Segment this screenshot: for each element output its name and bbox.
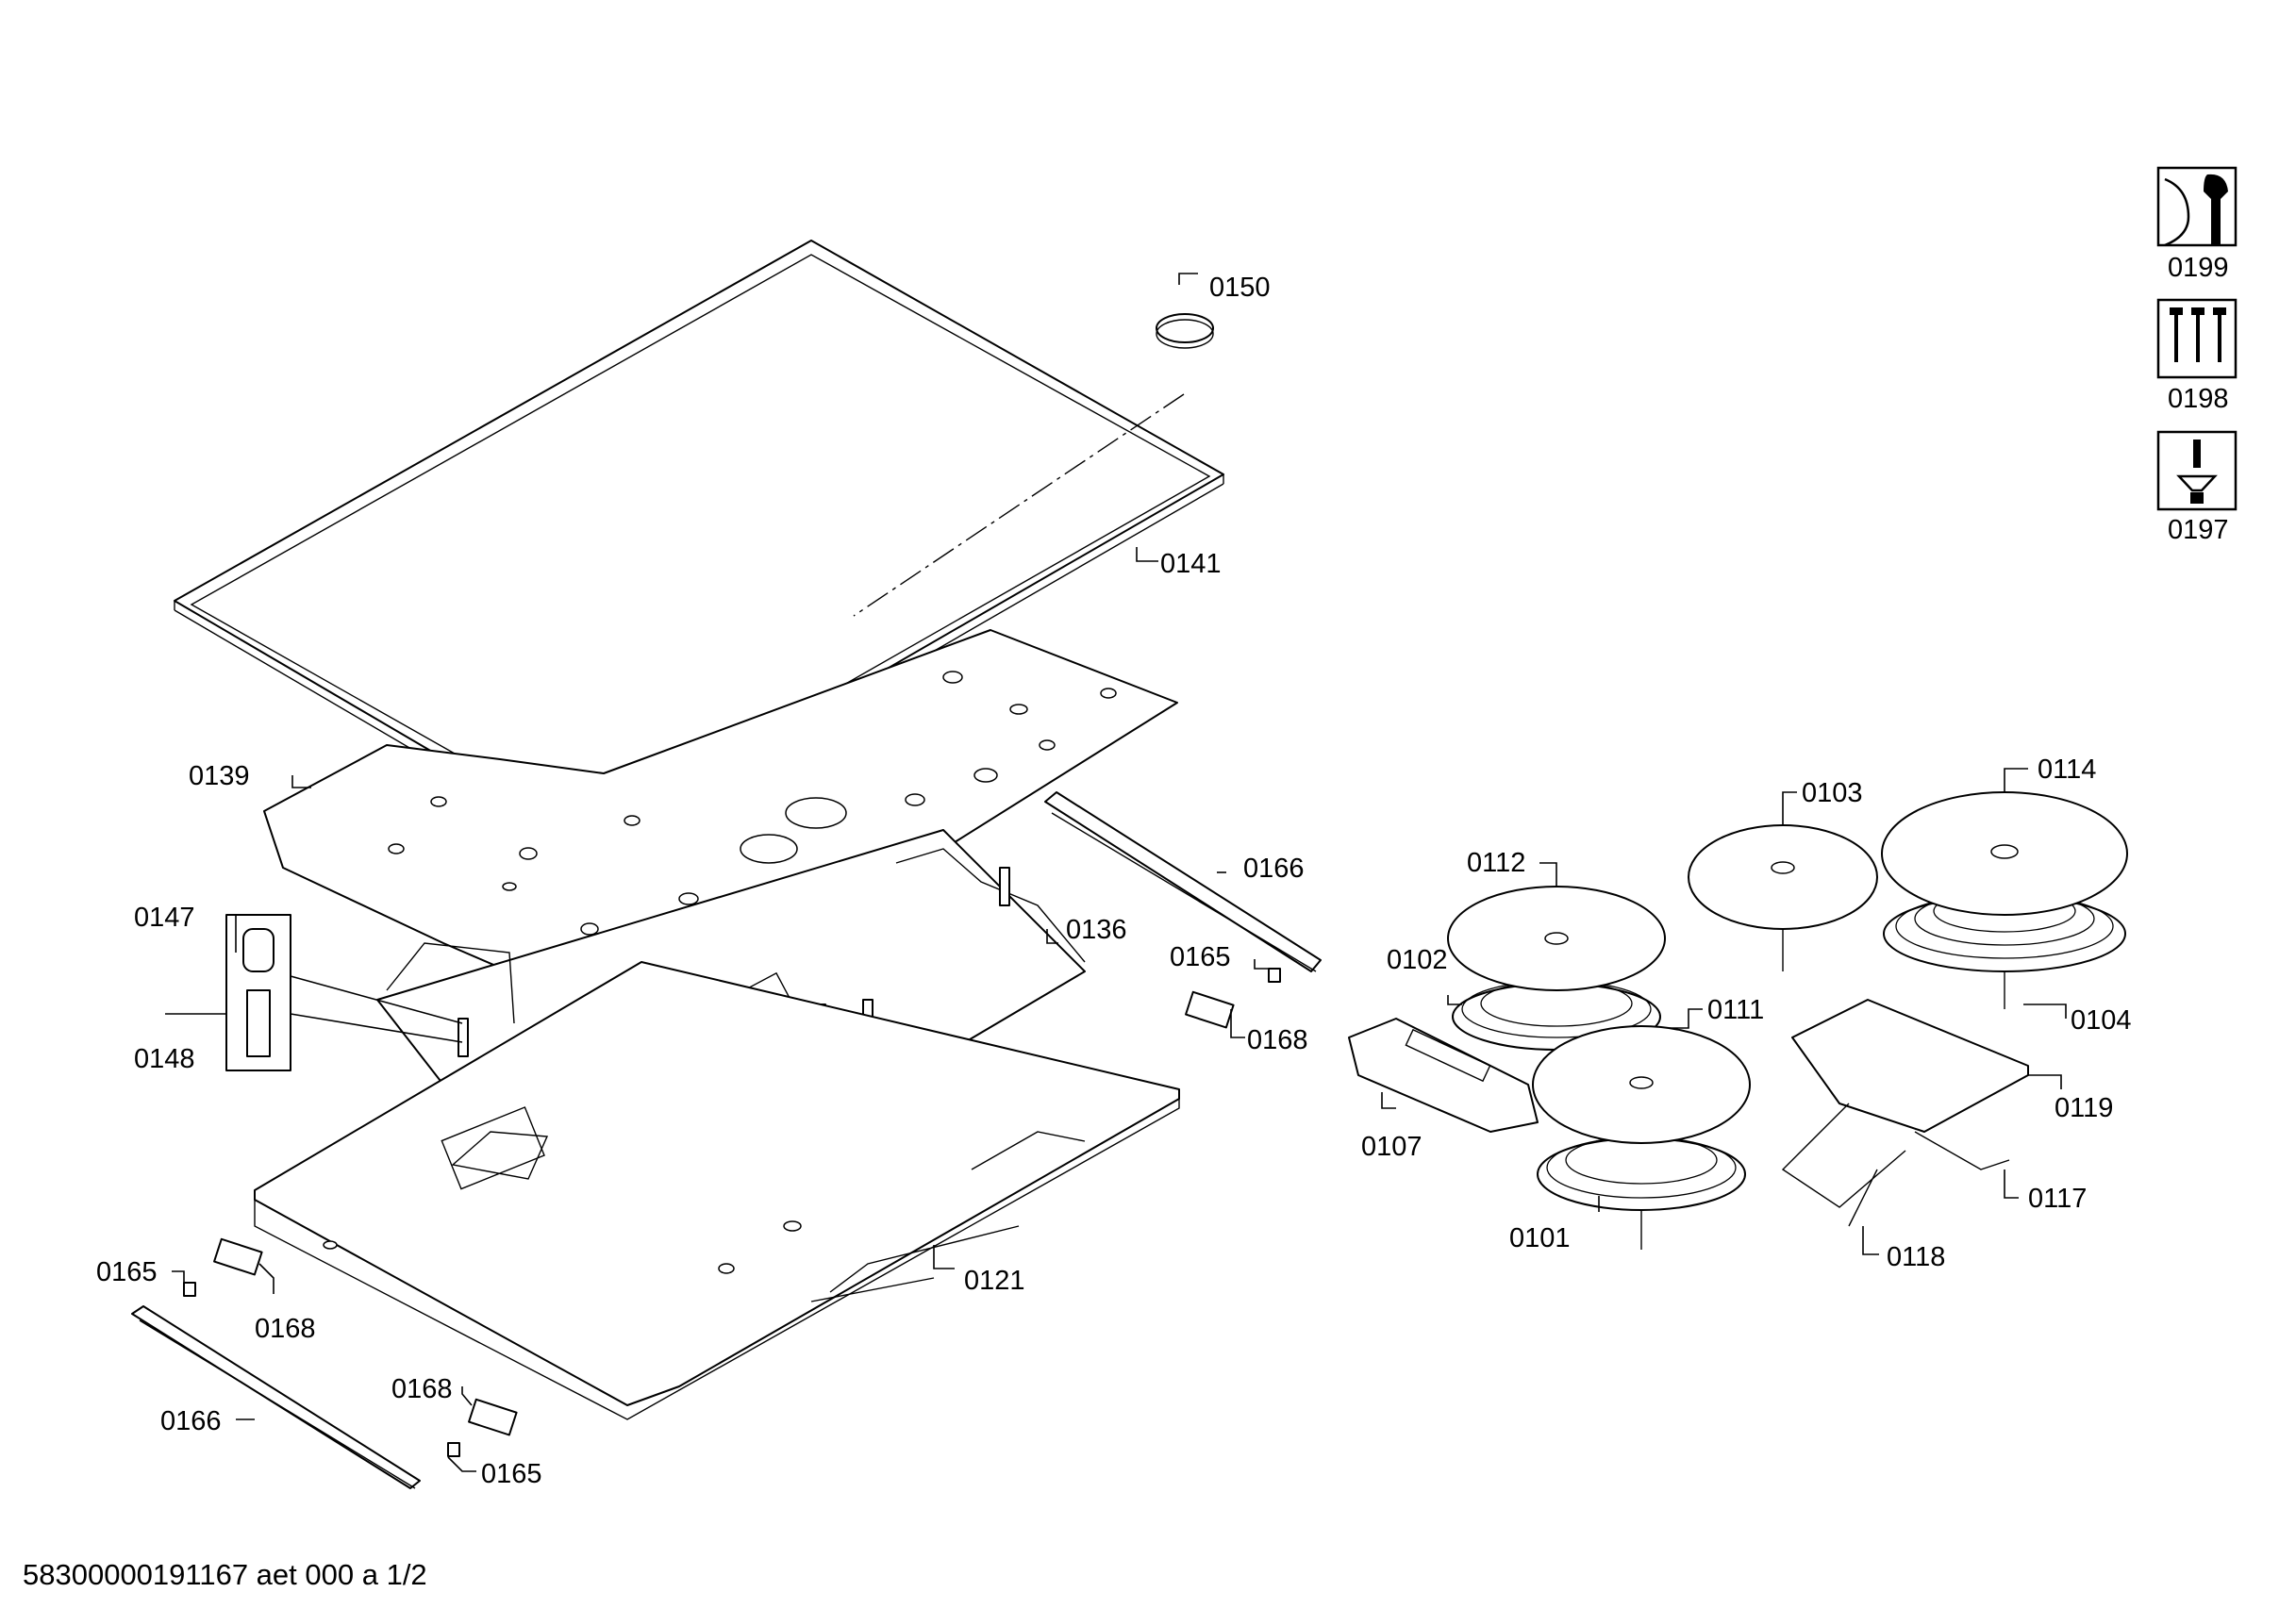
bulb-spring-box (225, 914, 463, 1071)
label-0165-left: 0165 (96, 1257, 158, 1287)
label-0168-right: 0168 (1247, 1025, 1308, 1055)
label-0165-right: 0165 (1170, 942, 1231, 972)
label-0118: 0118 (1887, 1242, 1945, 1272)
legend-label-0199: 0199 (2168, 253, 2229, 283)
label-0168-bottom: 0168 (391, 1374, 453, 1404)
heating-zone-0111-0101 (1532, 1025, 1751, 1250)
label-0103: 0103 (1802, 778, 1863, 808)
label-0166-right: 0166 (1243, 854, 1305, 884)
screwdriver-icon (2156, 430, 2238, 511)
legend-label-0198: 0198 (2168, 384, 2229, 414)
label-0166-left: 0166 (160, 1406, 222, 1436)
label-0147: 0147 (134, 903, 195, 933)
label-0165-bottom: 0165 (481, 1459, 542, 1489)
label-0112: 0112 (1467, 848, 1525, 878)
label-0141: 0141 (1160, 549, 1222, 579)
leader-lines (165, 273, 2067, 1472)
left-rail (131, 1305, 421, 1489)
right-rail (1044, 791, 1322, 972)
legend-label-0197: 0197 (2168, 515, 2229, 545)
clips-brackets (183, 968, 1281, 1457)
document-id-footer: 58300000191167 aet 000 a 1/2 (23, 1558, 427, 1591)
tool-legend: 0199 0198 0197 (2156, 166, 2238, 545)
module-0119-0117-0118 (1781, 999, 2029, 1227)
label-0111: 0111 (1707, 995, 1764, 1025)
label-0139: 0139 (189, 761, 250, 791)
label-0102: 0102 (1387, 945, 1448, 975)
label-0136: 0136 (1066, 915, 1127, 945)
part-labels: 0150 0141 0139 0166 0136 0147 0148 0165 … (96, 273, 2132, 1489)
label-0117: 0117 (2028, 1184, 2087, 1214)
heating-zone-0112-0102 (1447, 886, 1666, 1051)
label-0168-left: 0168 (255, 1314, 316, 1344)
screws-icon (2156, 298, 2238, 379)
control-knob (1156, 313, 1214, 349)
heating-zone-0114-0104 (1881, 791, 2128, 1009)
label-0150: 0150 (1209, 273, 1271, 303)
wrench-icon (2156, 166, 2238, 247)
label-0104: 0104 (2071, 1005, 2132, 1036)
label-0121: 0121 (964, 1266, 1025, 1296)
label-0148: 0148 (134, 1044, 195, 1074)
sensor-board-0107 (1348, 1018, 1539, 1133)
base-tray (254, 961, 1180, 1420)
label-0101: 0101 (1509, 1223, 1571, 1253)
label-0114: 0114 (2038, 755, 2096, 785)
label-0119: 0119 (2055, 1093, 2113, 1123)
label-0107: 0107 (1361, 1132, 1423, 1162)
heating-zone-0103 (1688, 824, 1878, 971)
